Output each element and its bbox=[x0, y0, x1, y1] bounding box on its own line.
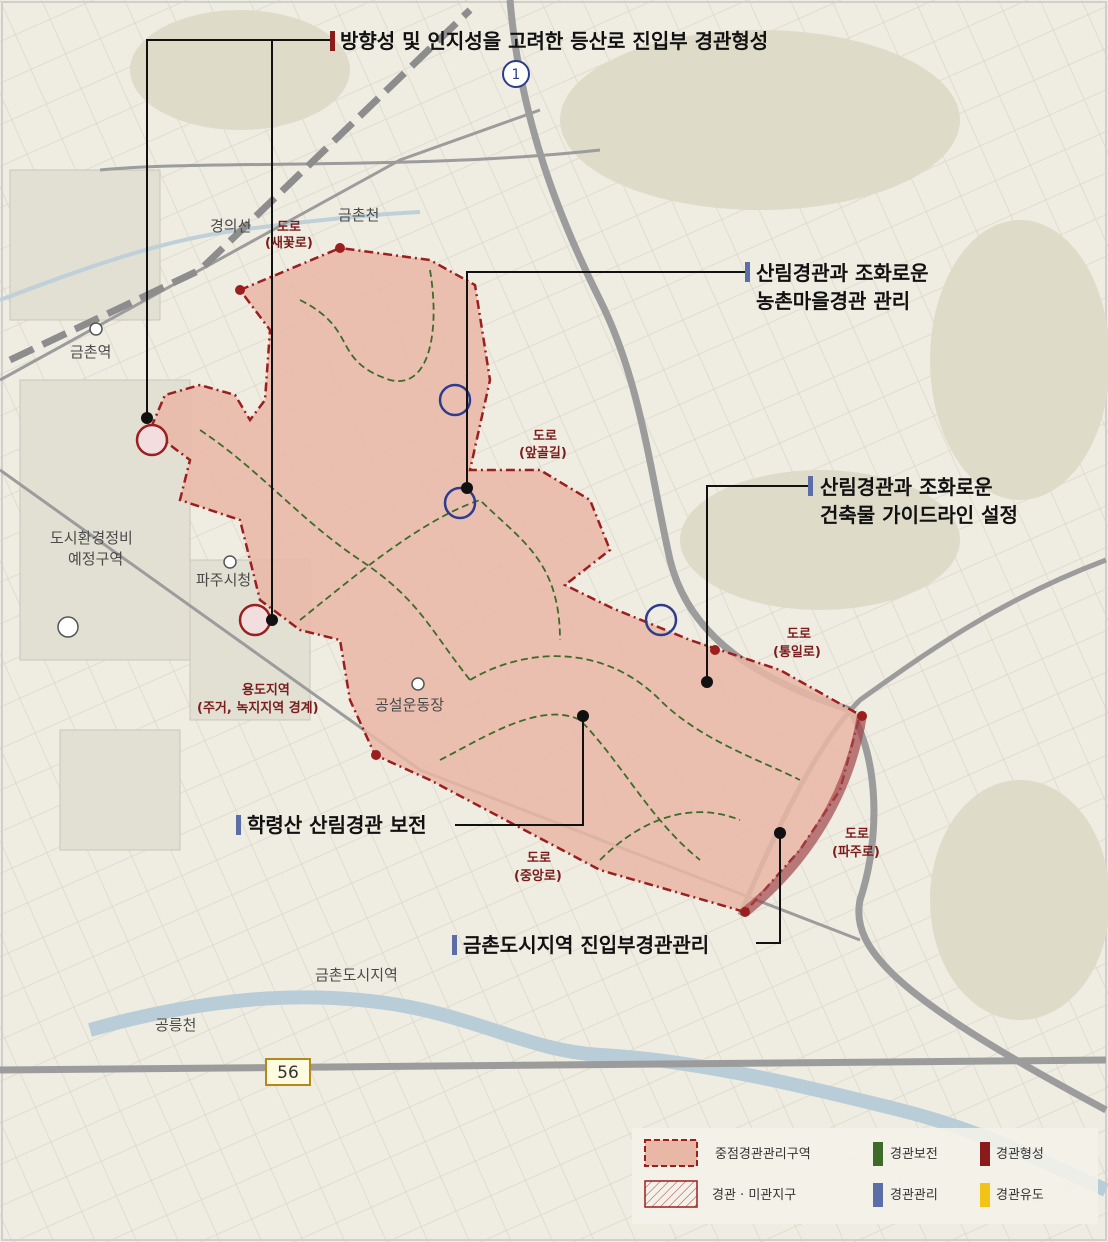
forest-trails bbox=[199, 269, 801, 861]
legend-guidance-swatch bbox=[980, 1183, 990, 1207]
route-56-shield bbox=[265, 1058, 311, 1086]
hill-areas bbox=[130, 10, 1108, 1020]
urban-blocks bbox=[9, 169, 311, 851]
annotation-village-2: 농촌마을경관 관리 bbox=[756, 289, 910, 313]
annotation-city-entrance: 금촌도시지역 진입부경관관리 bbox=[463, 933, 709, 957]
road-saekkot-1: 도로 bbox=[277, 220, 301, 235]
legend-key-zone-swatch bbox=[644, 1139, 698, 1167]
road-jungang-1: 도로 bbox=[527, 851, 551, 866]
legend-aesthetic-label: 경관 · 미관지구 bbox=[712, 1188, 796, 1203]
national-route-number: 1 bbox=[512, 67, 521, 83]
annotation-building-2: 건축물 가이드라인 설정 bbox=[820, 503, 1018, 527]
label-urban-redevelopment-2: 예정구역 bbox=[68, 550, 123, 568]
legend-formation-label: 경관형성 bbox=[996, 1147, 1044, 1162]
place-markers bbox=[57, 322, 425, 691]
national-route-shield bbox=[502, 60, 530, 88]
formation-point-1 bbox=[135, 423, 169, 457]
label-gyeongui-line: 경의선 bbox=[210, 217, 251, 235]
management-bar-icon-2 bbox=[808, 476, 813, 496]
legend-formation-swatch bbox=[980, 1142, 990, 1166]
key-landscape-zone bbox=[148, 246, 862, 914]
management-point-2 bbox=[443, 486, 477, 520]
label-urban-redevelopment-1: 도시환경정비 bbox=[50, 529, 133, 547]
management-point-1 bbox=[438, 383, 472, 417]
annotation-building-1: 산림경관과 조화로운 bbox=[820, 475, 993, 499]
label-gongneung-stream: 공릉천 bbox=[155, 1016, 196, 1034]
road-zoning-1: 용도지역 bbox=[242, 682, 290, 698]
zone-markers bbox=[235, 243, 867, 917]
legend: 중점경관관리구역 경관 · 미관지구 경관보전 경관형성 경관관리 경관유도 bbox=[632, 1128, 1098, 1224]
road-tongil-2: (통일로) bbox=[773, 645, 821, 660]
legend-key-zone-label: 중점경관관리구역 bbox=[715, 1147, 811, 1162]
leader-lines bbox=[146, 39, 808, 944]
formation-bar-icon bbox=[330, 31, 335, 51]
road-tongil-1: 도로 bbox=[787, 627, 811, 642]
label-paju-city-hall: 파주시청 bbox=[196, 571, 251, 589]
label-geumchon-urban-area: 금촌도시지역 bbox=[315, 966, 398, 984]
management-point-3 bbox=[644, 603, 678, 637]
annotation-preserve: 학령산 산림경관 보전 bbox=[247, 813, 427, 837]
road-zoning-2: (주거, 녹지지역 경계) bbox=[197, 700, 319, 716]
management-bar-icon-3 bbox=[452, 935, 457, 955]
management-bar-icon-1 bbox=[745, 262, 750, 282]
gongneung-stream bbox=[88, 990, 1108, 1197]
aesthetic-district-strip bbox=[741, 714, 867, 916]
road-saekkot-2: (새꽃로) bbox=[265, 235, 313, 251]
label-geumchon-station: 금촌역 bbox=[70, 343, 111, 361]
annotation-village-1: 산림경관과 조화로운 bbox=[756, 261, 929, 285]
leader-dots bbox=[141, 412, 786, 839]
road-apgol-1: 도로 bbox=[533, 429, 557, 444]
legend-preserve-label: 경관보전 bbox=[890, 1147, 938, 1162]
legend-preserve-swatch bbox=[873, 1142, 883, 1166]
label-geumchon-stream: 금촌천 bbox=[338, 206, 379, 224]
road-paju-1: 도로 bbox=[845, 827, 869, 842]
legend-management-swatch bbox=[873, 1183, 883, 1207]
legend-aesthetic-swatch bbox=[644, 1180, 698, 1208]
road-jungang-2: (중앙로) bbox=[514, 868, 562, 884]
legend-guidance-label: 경관유도 bbox=[996, 1188, 1044, 1203]
road-paju-2: (파주로) bbox=[832, 845, 880, 860]
preserve-bar-icon bbox=[236, 815, 241, 835]
legend-management-label: 경관관리 bbox=[890, 1188, 938, 1203]
route-56-number: 56 bbox=[277, 1063, 299, 1083]
label-public-stadium: 공설운동장 bbox=[375, 696, 444, 714]
formation-point-2 bbox=[238, 603, 272, 637]
annotation-entrance: 방향성 및 인지성을 고려한 등산로 진입부 경관형성 bbox=[340, 29, 768, 53]
road-apgol-2: (앞골길) bbox=[519, 446, 567, 461]
